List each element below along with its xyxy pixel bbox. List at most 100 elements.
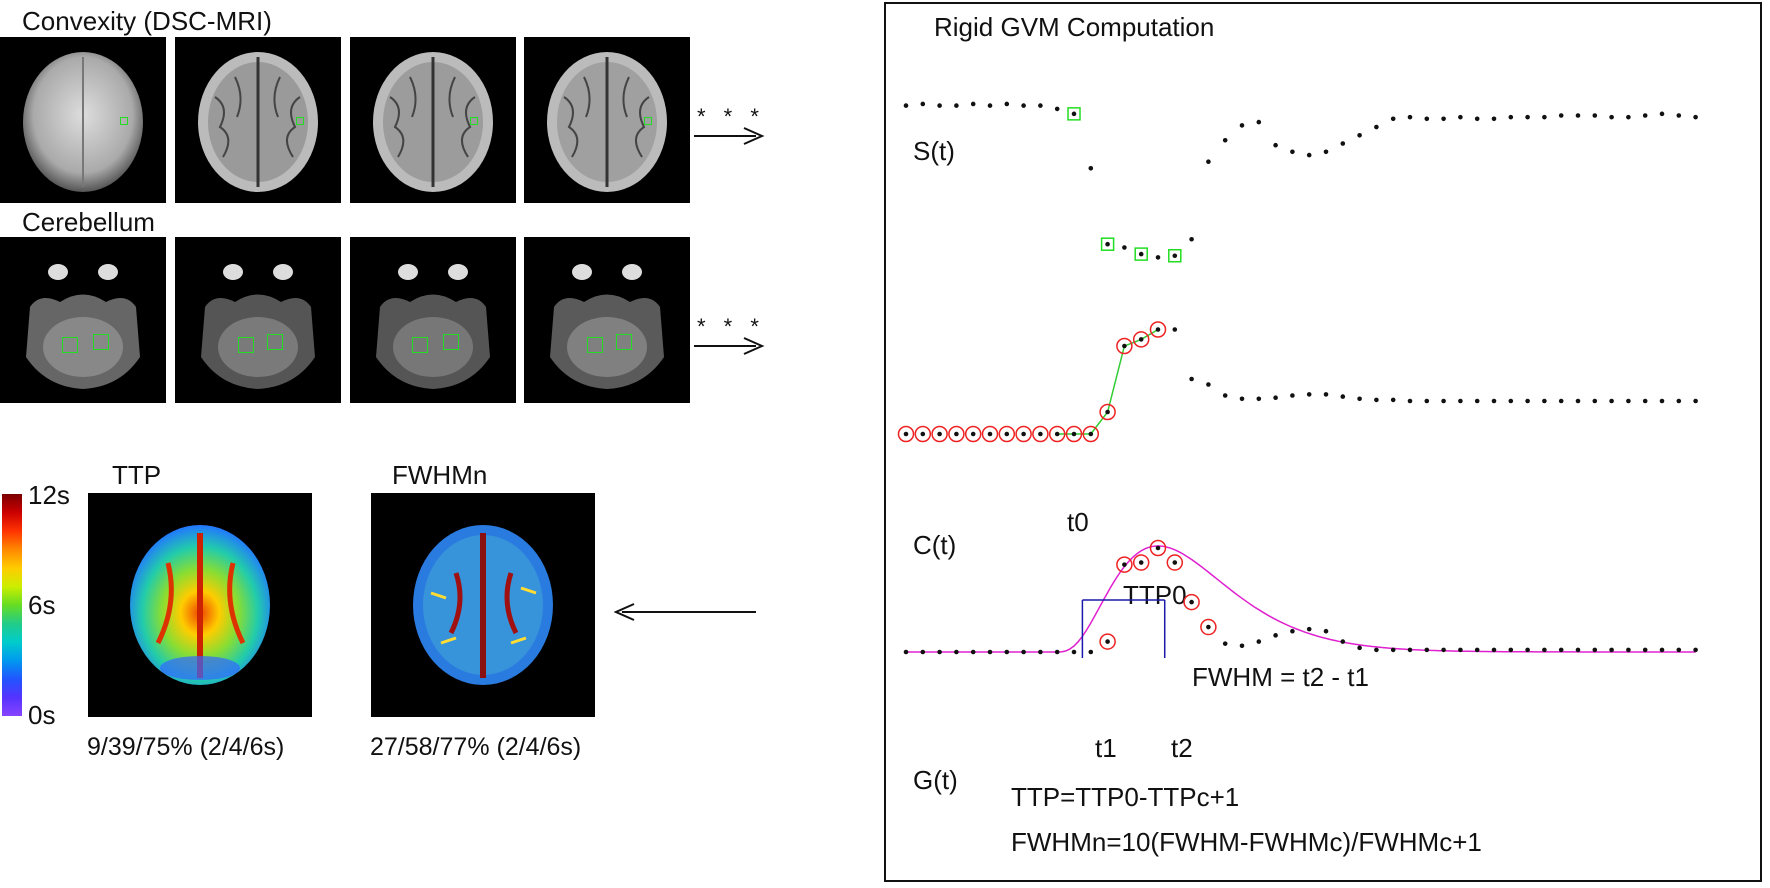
g-curve-point	[1558, 647, 1564, 653]
roi-box	[238, 337, 254, 353]
g-curve-point	[1609, 647, 1614, 653]
g-fit-circle	[1116, 556, 1133, 573]
s-curve-point	[903, 103, 909, 108]
c-curve-point	[1390, 397, 1396, 403]
colorbar-mid-label: 6s	[28, 590, 56, 620]
c-curve-point	[1071, 431, 1077, 437]
g-curve-point	[1508, 647, 1514, 653]
ttp-map-title: TTP	[112, 460, 162, 490]
c-curve-point	[1474, 398, 1480, 404]
convexity-slice-2	[175, 37, 341, 203]
c-fit-circle	[1048, 425, 1066, 443]
c-curve-point	[1642, 398, 1648, 404]
s-curve-point	[937, 103, 942, 108]
g-curve-point	[937, 649, 942, 655]
convexity-slice-4	[524, 37, 690, 203]
panel-title: Rigid GVM Computation	[934, 12, 1215, 42]
s-curve-point	[1323, 149, 1329, 155]
c-fit-circle	[931, 425, 948, 443]
s-curve-point	[1407, 114, 1413, 120]
s-curve-point	[1659, 111, 1665, 117]
g-curve-point	[1054, 649, 1060, 655]
s-curve-point	[1676, 113, 1682, 118]
s-curve-point	[1172, 253, 1178, 259]
c-curve-point	[903, 431, 909, 437]
cerebellum-title: Cerebellum	[22, 207, 155, 237]
t2-label: t2	[1171, 733, 1193, 763]
c-fit-circle	[1099, 403, 1116, 421]
c-curve-point	[1088, 431, 1094, 437]
s-curve-point	[1508, 114, 1514, 120]
c-fit-circle	[914, 425, 932, 443]
g-curve-point	[1424, 647, 1430, 653]
c-curve-point	[1693, 398, 1698, 404]
c-curve-point	[1441, 398, 1446, 404]
g-curve-point	[1239, 643, 1245, 649]
s-curve-point	[1222, 137, 1228, 143]
g-fit-circle	[1166, 554, 1184, 571]
s-curve-point	[1374, 124, 1379, 130]
c-curve-point	[1542, 398, 1547, 404]
g-gamma-fit	[906, 545, 1696, 653]
s-curve-point	[1340, 141, 1346, 146]
s-curve-point	[1609, 114, 1614, 120]
g-curve-point	[1626, 647, 1631, 653]
roi-box	[296, 117, 304, 125]
convexity-slice-1	[0, 37, 166, 203]
g-curve-point	[1525, 647, 1530, 653]
g-curve-point	[1357, 645, 1362, 651]
g-curve-point	[1004, 649, 1010, 655]
g-curve-point	[1323, 628, 1329, 634]
c-curve-point	[1038, 431, 1043, 437]
c-fit-circle	[1082, 425, 1100, 443]
c-curve-point	[1189, 376, 1194, 382]
roi-box	[587, 337, 603, 353]
cerebellum-slice-1	[0, 237, 166, 403]
s-curve-point	[1441, 116, 1446, 122]
roi-box	[62, 337, 78, 353]
g-curve-point	[1575, 647, 1581, 653]
c-curve-label: C(t)	[913, 530, 957, 560]
s-curve-label: S(t)	[913, 136, 955, 166]
c-curve-point	[1340, 394, 1346, 399]
c-curve-point	[1592, 398, 1598, 404]
s-curve-point	[1071, 111, 1077, 117]
s-curve-point	[1474, 116, 1480, 122]
s-curve-point	[1592, 113, 1598, 118]
c-curve-point	[1021, 431, 1026, 437]
cerebellum-slice-2	[175, 237, 341, 403]
fwhmn-formula: FWHMn=10(FWHM-FWHMc)/FWHMc+1	[1011, 827, 1482, 857]
g-curve-point	[1693, 647, 1698, 653]
g-curve-point	[1290, 628, 1295, 634]
g-fit-circle	[1099, 633, 1116, 650]
g-curve-point	[1458, 647, 1463, 653]
c-curve-point	[1626, 398, 1631, 404]
ttp0-label: TTP0	[1123, 580, 1187, 610]
s-curve-point	[1390, 116, 1396, 122]
c-curve-point	[1525, 398, 1530, 404]
g-fit-circle	[1200, 618, 1217, 636]
c-fit-circle	[981, 425, 999, 443]
c-curve-point	[1424, 398, 1430, 404]
curve-plot	[897, 101, 1698, 658]
c-curve-point	[1122, 343, 1127, 349]
c-curve-point	[1206, 382, 1211, 387]
s-curve-point	[1273, 142, 1278, 148]
fwhmn-map-caption: 27/58/77% (2/4/6s)	[370, 733, 582, 761]
g-curve-point	[1273, 633, 1278, 638]
c-curve-point	[1306, 392, 1312, 397]
colorbar-min-label: 0s	[28, 700, 56, 730]
roi-box	[470, 117, 478, 125]
c-curve-point	[1558, 398, 1564, 404]
c-curve-point	[954, 431, 959, 437]
roi-box	[443, 334, 459, 350]
c-curve-point	[1222, 393, 1228, 398]
gvm-panel	[884, 2, 1762, 882]
g-fit-circle	[1149, 539, 1167, 557]
c-fit-circle	[1132, 331, 1150, 348]
c-curve-point	[1575, 398, 1581, 404]
s-curve-point	[1189, 236, 1194, 242]
g-curve-point	[987, 649, 993, 655]
g-curve-point	[1189, 599, 1194, 605]
ttp-map-image	[88, 493, 312, 717]
